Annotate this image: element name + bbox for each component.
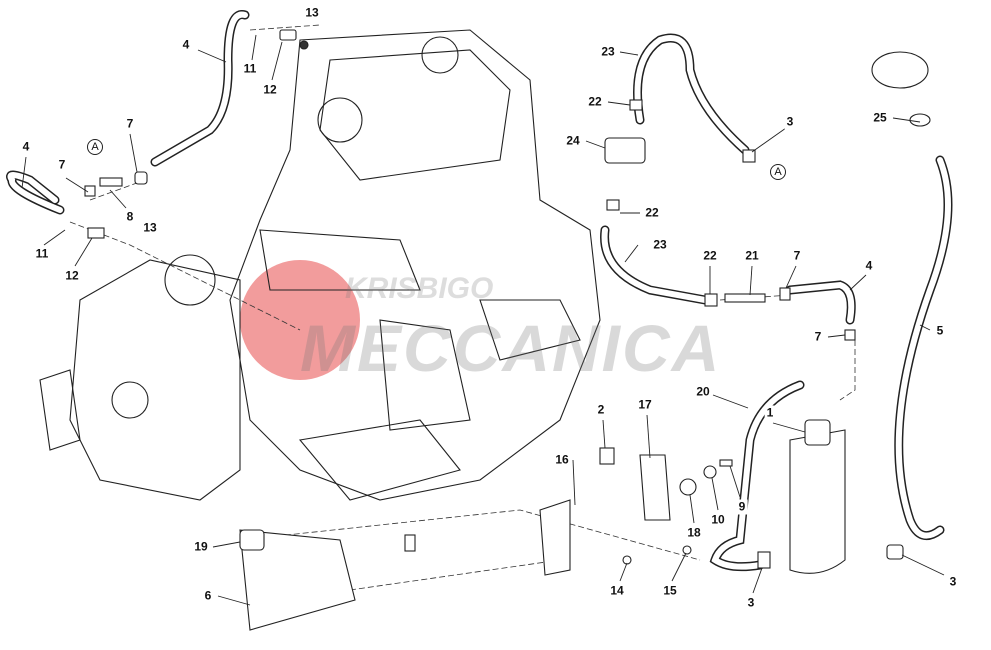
part-label: 25 — [871, 110, 889, 126]
part-label: 22 — [643, 205, 661, 221]
part-label: 23 — [599, 44, 617, 60]
leader-lines — [21, 34, 945, 606]
reference-marker-a: A — [87, 139, 103, 155]
part-label: 18 — [685, 525, 703, 541]
part-label: 13 — [303, 5, 321, 21]
watermark-text: MECCANICA — [300, 311, 722, 385]
part-label: 21 — [743, 248, 761, 264]
part-label: 19 — [192, 539, 210, 555]
part-label: 9 — [736, 499, 748, 515]
part-label: 6 — [202, 588, 214, 604]
part-label: 13 — [141, 220, 159, 236]
part-label: 4 — [863, 258, 875, 274]
part-label: 7 — [124, 116, 136, 132]
part-label: 7 — [791, 248, 803, 264]
part-label: 7 — [812, 329, 824, 345]
part-label: 3 — [745, 595, 757, 611]
part-label: 5 — [934, 323, 946, 339]
part-label: 14 — [608, 583, 626, 599]
watermark-top-text: KRISBIGO — [345, 272, 494, 305]
part-label: 15 — [661, 583, 679, 599]
part-label: 4 — [20, 139, 32, 155]
part-label: 17 — [636, 397, 654, 413]
small-parts — [84, 29, 931, 631]
part-label: 10 — [709, 512, 727, 528]
part-label: 8 — [124, 209, 136, 225]
part-label: 7 — [56, 157, 68, 173]
part-label: 11 — [33, 246, 51, 262]
part-label: 2 — [595, 402, 607, 418]
part-label: 12 — [261, 82, 279, 98]
engine-block — [39, 29, 601, 501]
part-label: 23 — [651, 237, 669, 253]
part-label: 1 — [764, 405, 776, 421]
part-label: 16 — [553, 452, 571, 468]
part-label: 22 — [586, 94, 604, 110]
part-label: 4 — [180, 37, 192, 53]
part-label: 3 — [947, 574, 959, 590]
part-label: 12 — [63, 268, 81, 284]
part-label: 11 — [241, 61, 259, 77]
hoses — [6, 10, 953, 572]
part-label: 3 — [784, 114, 796, 130]
part-label: 20 — [694, 384, 712, 400]
part-label: 24 — [564, 133, 582, 149]
part-label: 22 — [701, 248, 719, 264]
reference-marker-a: A — [770, 164, 786, 180]
